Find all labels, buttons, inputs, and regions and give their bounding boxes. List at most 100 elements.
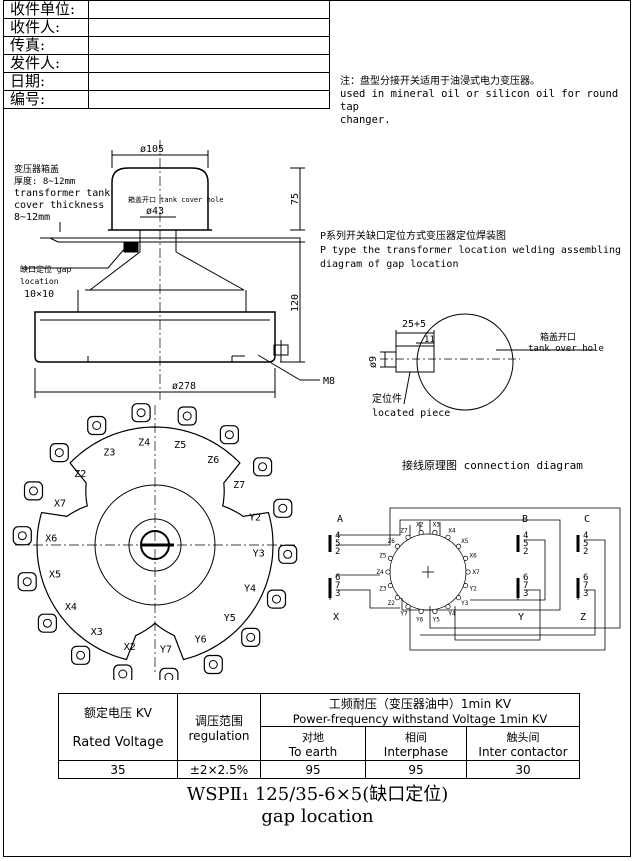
dial-terminal: Y4 [244, 583, 287, 609]
inner-contact-label: X6 [469, 553, 477, 560]
dial-terminal-label: Y3 [253, 548, 265, 559]
inner-contact-label: Z4 [376, 569, 384, 576]
inner-contact-label: X5 [461, 538, 469, 545]
dim-105: ø105 [140, 144, 164, 155]
weld-hole-en: tank over hole [528, 344, 604, 354]
rated-voltage-cn: 额定电压 KV [84, 706, 152, 720]
value-rated-voltage: 35 [58, 760, 178, 779]
inner-contact [385, 569, 391, 575]
thick-cn: 厚度: 8~12mm [14, 175, 75, 187]
dial-terminal: X7 [23, 481, 66, 510]
inner-contact-label: Z5 [379, 553, 387, 560]
inner-contact-label: Y7 [400, 611, 408, 618]
value-to-earth: 95 [260, 760, 366, 779]
tap-number: 3 [523, 589, 528, 599]
inter-contactor-cn: 触头间 [506, 730, 540, 744]
dial-terminal-label: X7 [54, 499, 66, 510]
inner-contact [418, 608, 424, 614]
inner-contact-label: Y2 [469, 585, 477, 592]
inner-contact [456, 543, 462, 549]
inner-contact-label: Y4 [448, 611, 456, 618]
tank-en-1: transformer tank [14, 188, 110, 199]
dial-terminal: X3 [70, 627, 103, 665]
withstand-header: 工频耐压（变压器油中）1min KV Power-frequency withs… [260, 693, 580, 727]
inner-contact [456, 595, 462, 601]
info-value[interactable] [88, 90, 330, 109]
interphase-en: Interphase [383, 744, 449, 759]
weld-title-en-1: P type the transformer location welding … [320, 245, 621, 256]
dial-terminal: Z2 [49, 442, 86, 480]
tap-number: 7 [335, 581, 340, 591]
dim-25: 25+5 [402, 319, 426, 330]
value-inter-contactor: 30 [466, 760, 580, 779]
inner-contact-label: X3 [433, 522, 441, 529]
note-cn: 注：盘型分接开关适用于油浸式电力变压器。 [340, 76, 540, 87]
dial-terminal-label: Z6 [207, 455, 219, 466]
to-earth-cn: 对地 [302, 730, 324, 744]
info-label: 编号: [3, 90, 89, 109]
inter-contactor-en: Inter contactor [478, 744, 568, 759]
tap-number: 2 [335, 547, 340, 557]
dial-terminal-label: X6 [45, 534, 57, 545]
rated-voltage-en: Rated Voltage [72, 735, 164, 750]
weld-detail: P系列开关缺口定位方式变压器定位焊装图 P type the transform… [320, 229, 621, 419]
inner-contact [445, 604, 451, 610]
withstand-cn: 工频耐压（变压器油中）1min KV [328, 696, 512, 711]
inner-contact-label: X4 [448, 527, 456, 534]
inner-contact-label: Z6 [388, 538, 396, 545]
tap-number: 5 [335, 539, 340, 549]
gap-size: 10×10 [24, 289, 54, 300]
dial-terminal-label: Y5 [224, 613, 236, 624]
dial-terminal: Z7 [233, 457, 273, 491]
tap-number: 2 [583, 547, 588, 557]
tap-number: 4 [583, 531, 588, 541]
bolt-m8: M8 [323, 376, 335, 387]
info-row: 发件人: [3, 54, 330, 73]
regulation-header: 调压范围 regulation [177, 693, 261, 761]
inner-contact [418, 530, 424, 536]
dim-120: 120 [290, 294, 301, 312]
dial-terminal: X2 [113, 642, 136, 680]
assembly-drawing: ø105 ø43 箱盖开口 tank cover hole 75 120 变压器… [14, 140, 335, 400]
piece-cn: 定位件 [372, 392, 402, 405]
dial-terminal-label: Y7 [160, 644, 172, 655]
dim-278: ø278 [172, 381, 196, 392]
dial-terminal: Z5 [174, 406, 197, 451]
tap-number: 4 [523, 531, 528, 541]
phase-label: A [337, 514, 343, 525]
dial-terminal-label: X5 [49, 570, 61, 581]
dim-11: 11 [424, 335, 435, 345]
tank-cn: 变压器箱盖 [14, 163, 59, 175]
regulation-cn: 调压范围 [194, 713, 243, 728]
dial-terminal: Z6 [207, 425, 239, 466]
tap-number: 6 [523, 573, 528, 583]
inner-contact [463, 583, 469, 589]
info-row: 收件单位: [3, 0, 330, 19]
note-en-1: used in mineral oil or silicon oil for r… [340, 88, 619, 113]
inner-contact [405, 534, 411, 540]
spec-table: 额定电压 KV Rated Voltage 调压范围 regulation 工频… [58, 693, 580, 779]
regulation-en: regulation [188, 728, 250, 743]
dial-terminal-label: Y6 [195, 635, 207, 646]
dial-terminal-label: Z7 [233, 480, 245, 491]
inner-contact [432, 608, 438, 614]
dial-terminal-label: Y2 [249, 512, 261, 523]
tank-en-2: cover thickness [14, 200, 104, 211]
tap-number: 5 [523, 539, 528, 549]
dial-terminal-label: Z5 [174, 440, 186, 451]
inner-contact [387, 583, 393, 589]
inner-contact [394, 595, 400, 601]
dial-terminal-label: Z4 [138, 438, 150, 449]
dial-terminal-label: Y4 [244, 583, 256, 594]
inner-contact [465, 569, 471, 575]
dial-terminal: Z3 [87, 415, 115, 459]
inner-contact-label: X7 [472, 569, 480, 576]
dial-terminal: Y6 [195, 635, 223, 675]
dial-terminal: X4 [37, 602, 77, 633]
withstand-en: Power-frequency withstand Voltage 1min K… [292, 711, 548, 726]
dial-terminal-label: X4 [65, 602, 77, 613]
to-earth-en: To earth [288, 744, 338, 759]
dial-terminal: X5 [17, 570, 61, 592]
